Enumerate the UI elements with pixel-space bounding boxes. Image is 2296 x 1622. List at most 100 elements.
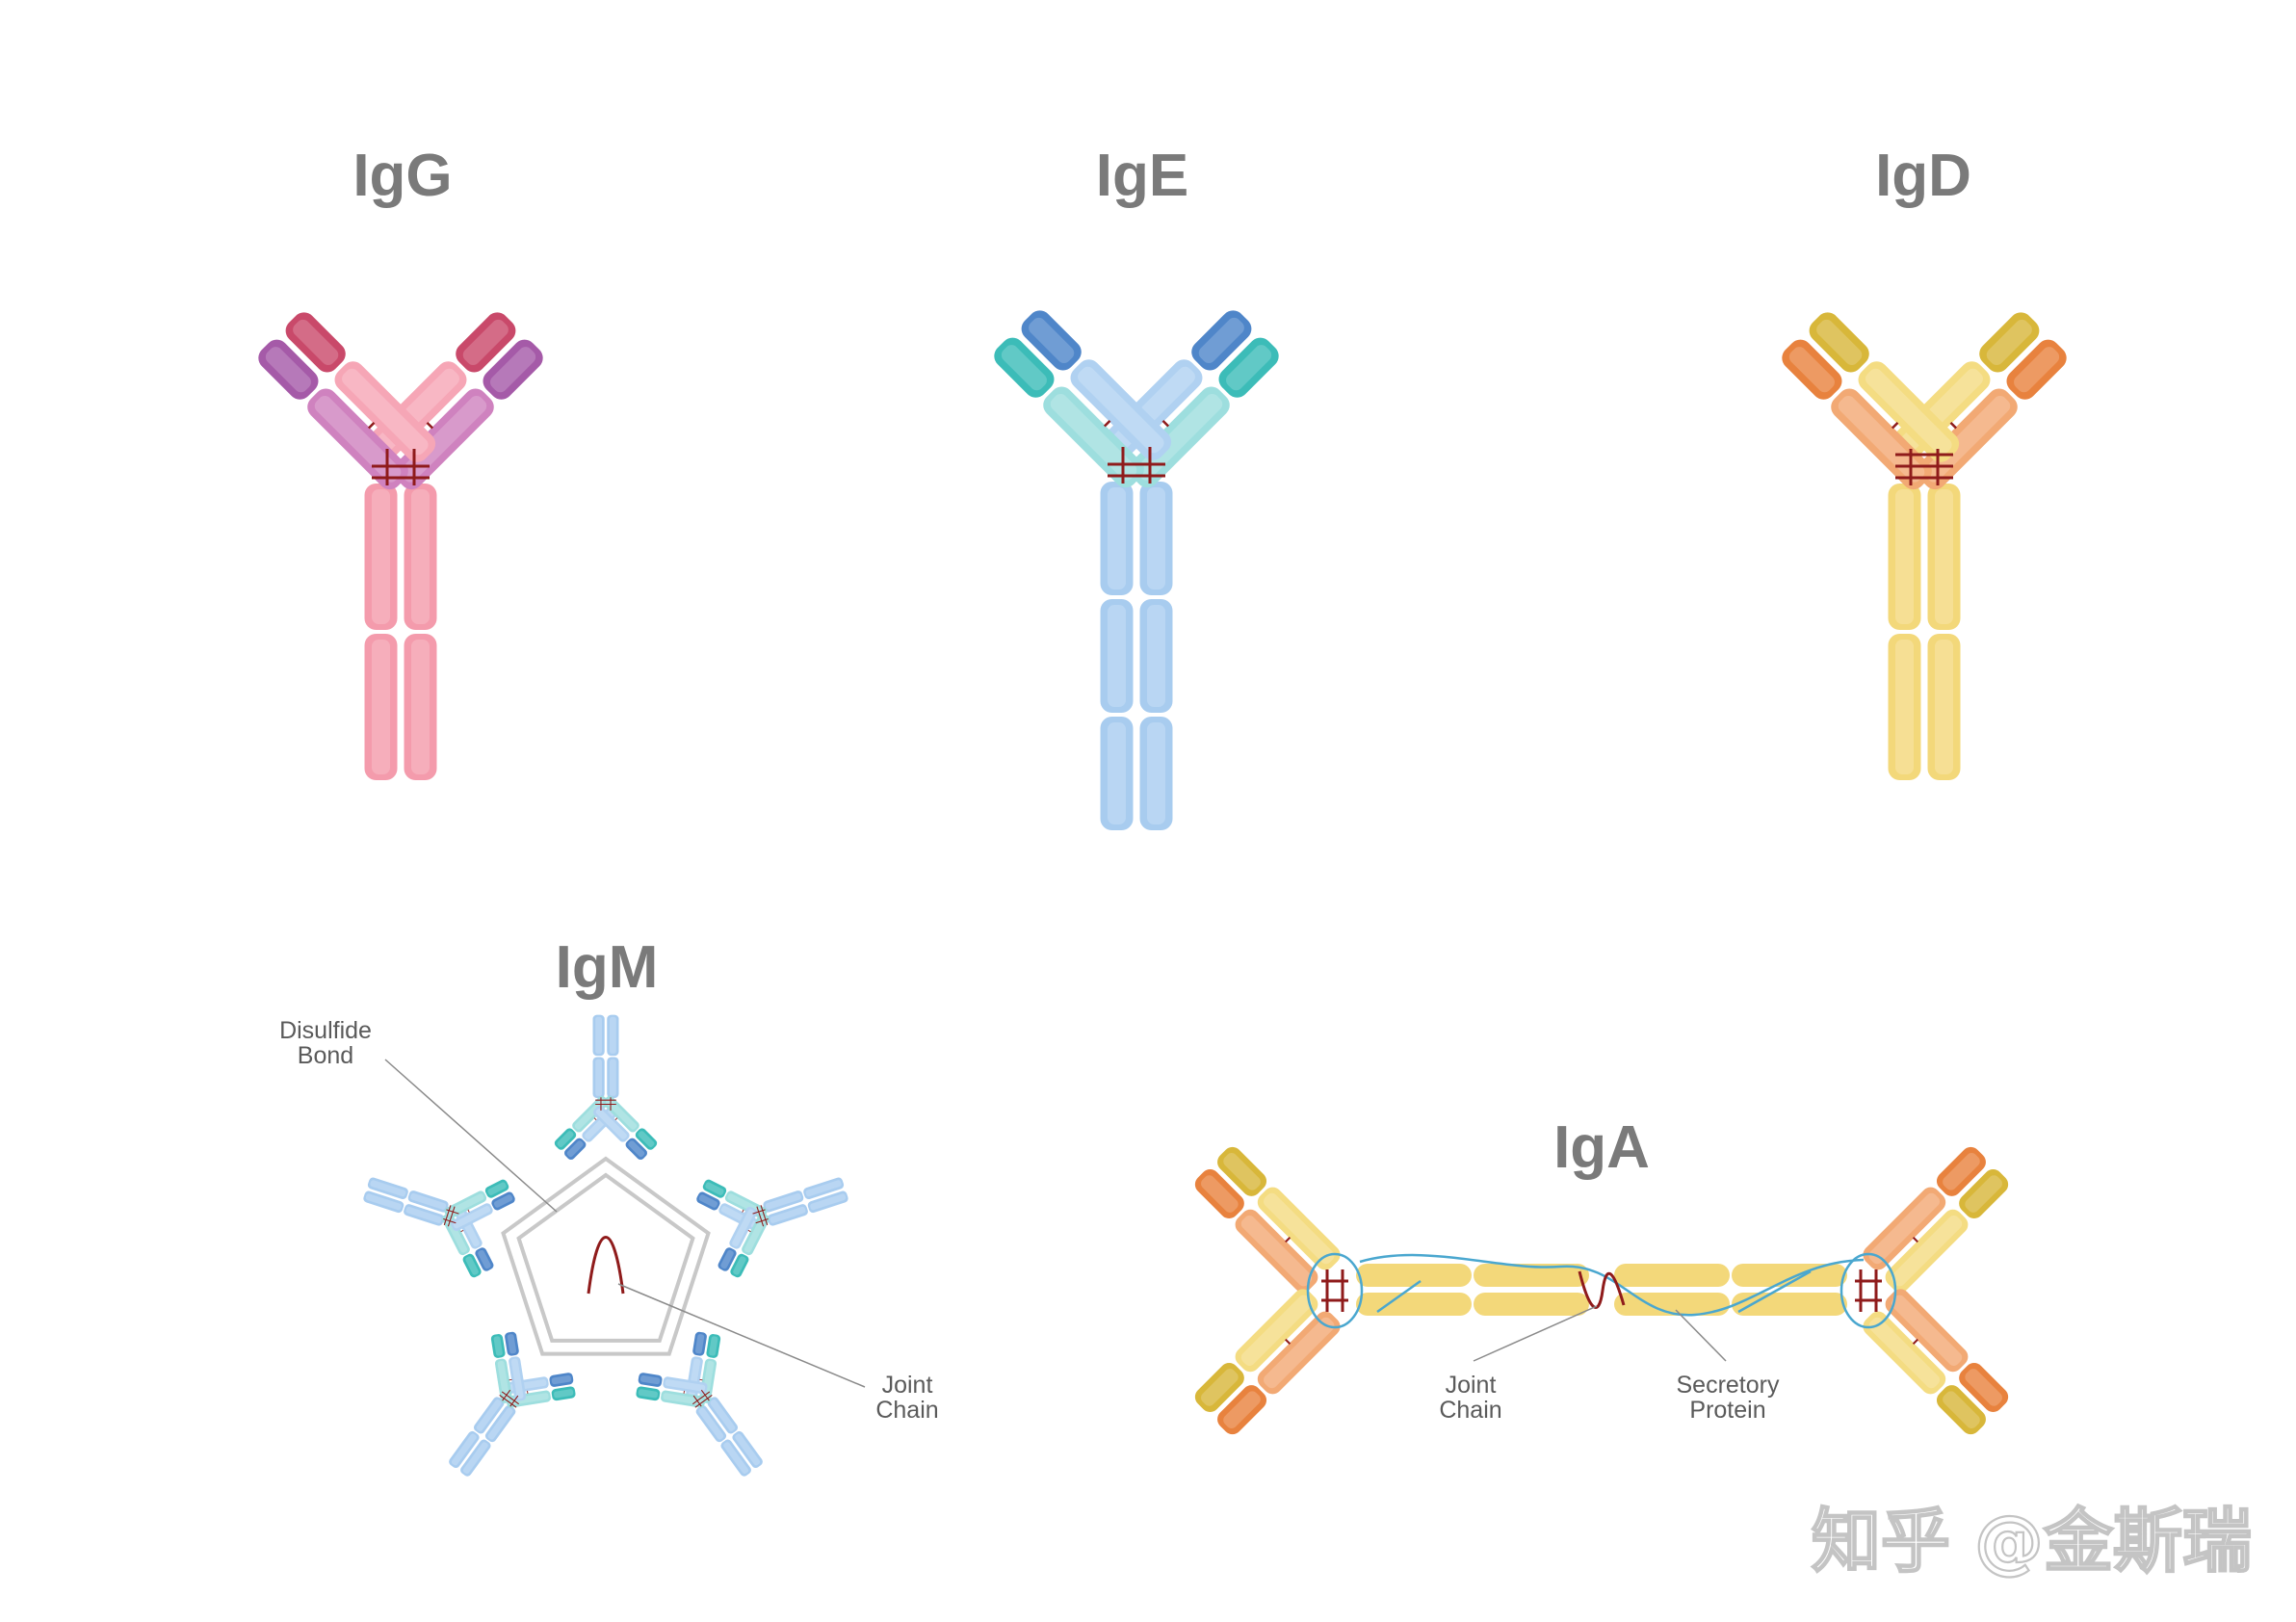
igd-monomer [1782,312,2067,780]
heavy-chain-constant-highlight [476,1400,502,1431]
heavy-chain-constant-highlight [723,1442,749,1475]
hinge-disulfide-bonds [595,1097,616,1111]
light-chain-variable-highlight [2014,347,2060,393]
hinge-disulfide-bonds [443,1205,459,1227]
light-chain-variable-highlight [1001,345,1047,391]
heavy-chain-constant-highlight [1146,487,1166,589]
disulfide-bond [502,1389,511,1401]
igm-disulfide-bond-annotation: Disulfide Bond [279,1017,558,1213]
right-fab-arm [718,1206,770,1278]
light-heavy-disulfide [1891,421,1899,430]
heavy-chain-constant [1732,1293,1847,1316]
light-chain-constant-highlight [447,1193,484,1216]
disulfide-bond [443,1205,452,1226]
left-fab-pair [1194,1146,1364,1435]
heavy-chain-constant-highlight [1107,722,1127,824]
igm-monomer [363,1177,515,1278]
right-fab-pair [1839,1146,2009,1435]
heavy-chain-variable-highlight [1816,319,1863,365]
heavy-chain-constant-highlight [1146,722,1166,824]
hinge-disulfide-bonds [499,1389,520,1408]
disulfide-bond [691,1391,711,1405]
igm-monomer [636,1331,763,1477]
label-secretory: Secretory [1677,1372,1780,1399]
pentagon-outline [501,1156,711,1356]
heavy-chain-constant-highlight [462,1442,488,1475]
heavy-chain-ch1-highlight [1240,1295,1313,1367]
light-heavy-disulfide [593,1117,597,1121]
heavy-chain-variable-highlight [640,1374,661,1385]
heavy-chain-ch1-highlight [1866,368,1952,456]
disulfide-bond [694,1395,713,1408]
secretory-protein-loop [1839,1252,1897,1329]
fab-arm [1194,1289,1341,1435]
heavy-chain-constant [1474,1264,1589,1287]
leader-line [617,1283,866,1388]
right-fab-arm [1782,312,1960,490]
light-chain-constant-highlight [605,1098,638,1130]
leader-line [384,1059,558,1213]
light-chain-variable-highlight [554,1389,574,1399]
light-chain-constant-highlight [509,1393,549,1405]
light-chain-variable-highlight [493,1336,503,1356]
heavy-chain-variable-highlight [493,1194,513,1208]
light-chain-constant-highlight [444,1216,468,1253]
heavy-chain-ch1-highlight [1263,1192,1335,1265]
title-igm: IgM [556,934,659,1001]
heavy-chain-constant [1356,1264,1472,1287]
light-heavy-disulfide [367,421,376,430]
light-heavy-disulfide [614,1117,618,1121]
right-fab-arm [636,1373,708,1408]
heavy-chain-constant-highlight [1107,487,1127,589]
heavy-chain-constant-highlight [370,1180,406,1197]
label-bond: Bond [298,1042,353,1069]
hinge-disulfide-bonds [1895,449,1953,485]
disulfide-bond [499,1395,517,1408]
igm-joint-chain-annotation: Joint Chain [617,1283,939,1424]
secretory-protein [1376,1279,1422,1314]
iga-dimer [1194,1146,2009,1435]
disulfide-bond [756,1206,765,1227]
label-disulfide: Disulfide [279,1017,372,1044]
light-chain-variable-highlight [557,1131,574,1148]
label-joint: Joint [882,1372,933,1399]
heavy-chain-variable-highlight [1201,1369,1239,1406]
secretory-protein [1737,1269,1812,1314]
hinge-disulfide-bonds [372,449,430,485]
title-ige: IgE [1096,143,1188,209]
light-chain-variable-highlight [1201,1175,1239,1213]
heavy-chain-constant-highlight [365,1193,402,1211]
heavy-chain-constant [1474,1293,1589,1316]
light-chain-constant-highlight [1868,1192,1941,1265]
igg-antibody [258,312,543,780]
hinge-disulfide-bonds [691,1389,713,1408]
heavy-chain-variable-highlight [694,1334,705,1354]
title-igg: IgG [352,143,452,209]
light-chain-constant-highlight [663,1393,703,1405]
heavy-chain-variable-highlight [698,1194,718,1208]
heavy-chain-constant [1356,1293,1472,1316]
heavy-chain-constant [1614,1293,1730,1316]
heavy-chain-variable-highlight [1986,319,2032,365]
heavy-chain-constant-highlight [1894,640,1915,774]
heavy-chain-constant-highlight [765,1192,801,1210]
heavy-chain-constant-highlight [698,1407,724,1440]
light-heavy-disulfide [1103,419,1111,428]
fab-arm [1863,1146,2009,1293]
heavy-chain-variable-highlight [462,319,509,365]
light-heavy-disulfide [426,421,434,430]
heavy-chain-constant-highlight [805,1180,842,1197]
heavy-chain-variable-highlight [293,319,339,365]
heavy-chain-variable-highlight [1198,317,1244,363]
light-chain-variable-highlight [1965,1369,2002,1406]
light-chain-constant-highlight [314,396,402,483]
ige-antibody [994,310,1279,830]
heavy-chain-constant-highlight [1146,605,1166,707]
light-heavy-disulfide [467,1209,470,1213]
igm-pentamer [363,1014,848,1477]
heavy-chain-variable-highlight [551,1374,571,1385]
heavy-chain-ch1-highlight [1891,1215,1963,1287]
right-fab-arm [592,1095,658,1160]
title-iga: IgA [1553,1114,1650,1181]
